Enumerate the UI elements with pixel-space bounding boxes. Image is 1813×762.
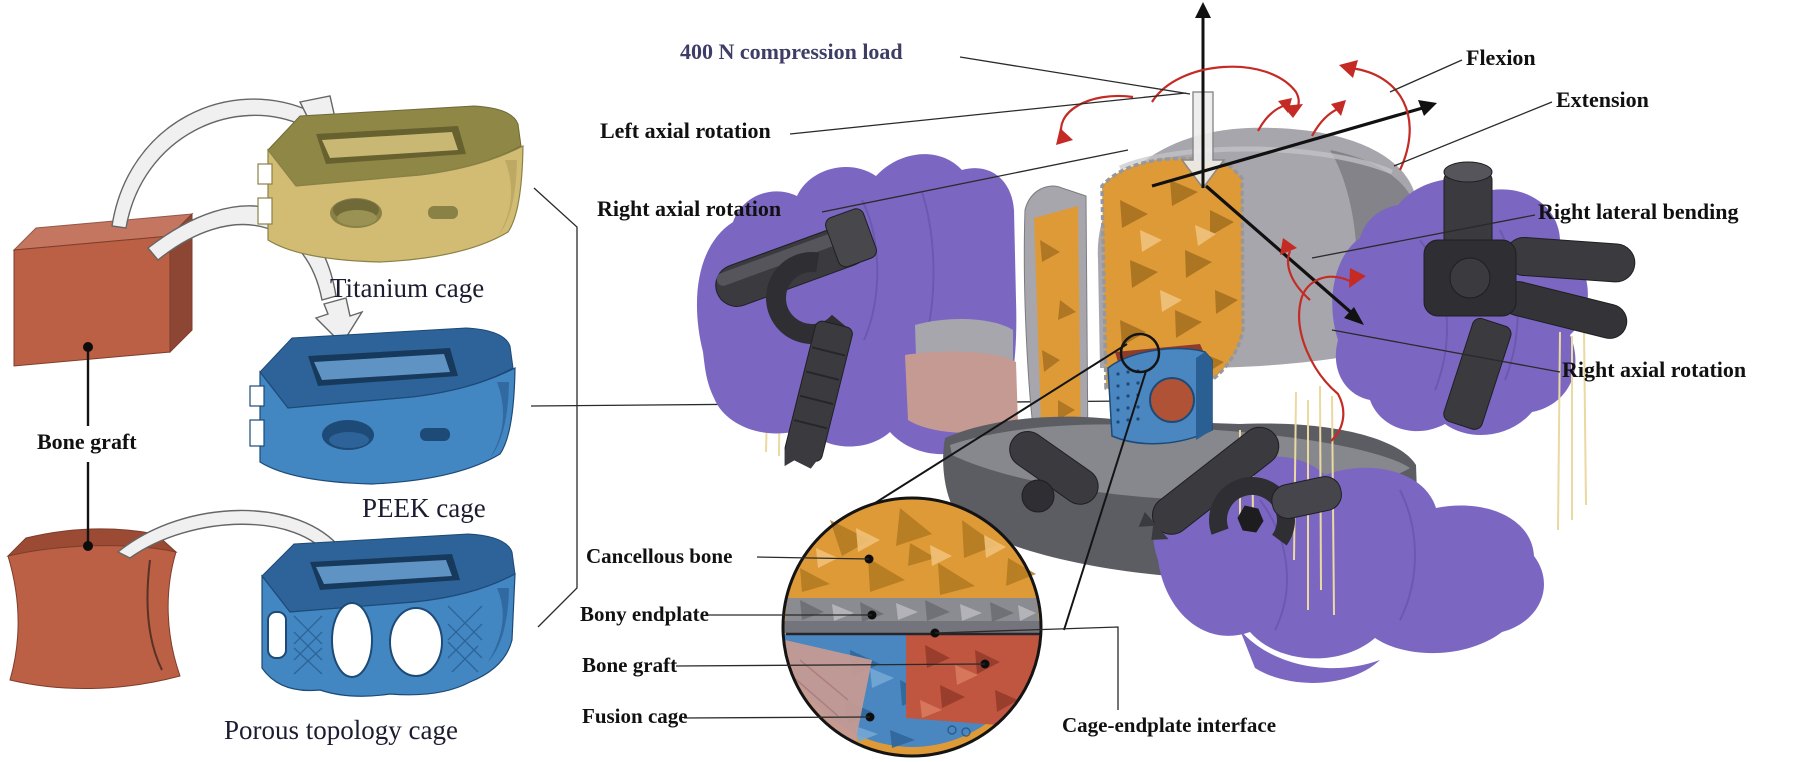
magnifier-inset	[781, 332, 1161, 758]
bone-graft-connector	[83, 342, 93, 551]
flexion-label: Flexion	[1466, 45, 1536, 70]
right-axial-rotation-right-label: Right axial rotation	[1562, 357, 1747, 382]
cancellous-bone-label: Cancellous bone	[586, 544, 733, 568]
flexion-extension-axis-arrow	[1151, 105, 1427, 188]
peek-cage-label: PEEK cage	[362, 493, 486, 523]
bone-graft-label: Bone graft	[37, 429, 137, 454]
bone-graft-block-2	[6, 528, 181, 690]
pedicle-screw-lower-left	[1138, 426, 1342, 563]
extension-label: Extension	[1556, 87, 1649, 112]
left-panel-models	[6, 95, 1138, 697]
titanium-cage-label: Titanium cage	[330, 273, 485, 303]
bone-graft-block-1	[12, 212, 194, 367]
pedicle-screw-upper-left	[715, 208, 877, 469]
left-axial-rotation-label: Left axial rotation	[600, 118, 771, 143]
right-axial-rotation-left-label: Right axial rotation	[597, 196, 782, 221]
disc-annulus-left	[905, 351, 1018, 433]
compression-load-label: 400 N compression load	[680, 39, 903, 64]
rotation-arcs	[1056, 60, 1411, 442]
magnifier-source-circle	[1119, 332, 1161, 374]
lateral-bending-axis-arrow	[1204, 184, 1356, 317]
fusion-cage-label: Fusion cage	[582, 704, 688, 728]
annotation-lines	[675, 56, 1561, 719]
load-arrows	[1056, 2, 1437, 442]
porous-cage-model	[261, 533, 516, 697]
spine-model	[696, 127, 1636, 683]
right-lateral-bending-label: Right lateral bending	[1538, 199, 1739, 224]
pedicle-screw-mid	[1009, 431, 1099, 513]
peek-cage-model	[249, 327, 516, 485]
bony-endplate-label: Bony endplate	[580, 602, 709, 626]
rod-clamp-right	[1423, 161, 1636, 430]
implanted-cage	[1107, 344, 1213, 445]
cage-endplate-interface-label: Cage-endplate interface	[1062, 713, 1277, 737]
bone-graft-inset-label: Bone graft	[582, 653, 678, 677]
titanium-cage-model	[257, 105, 524, 263]
porous-cage-label: Porous topology cage	[224, 715, 458, 745]
